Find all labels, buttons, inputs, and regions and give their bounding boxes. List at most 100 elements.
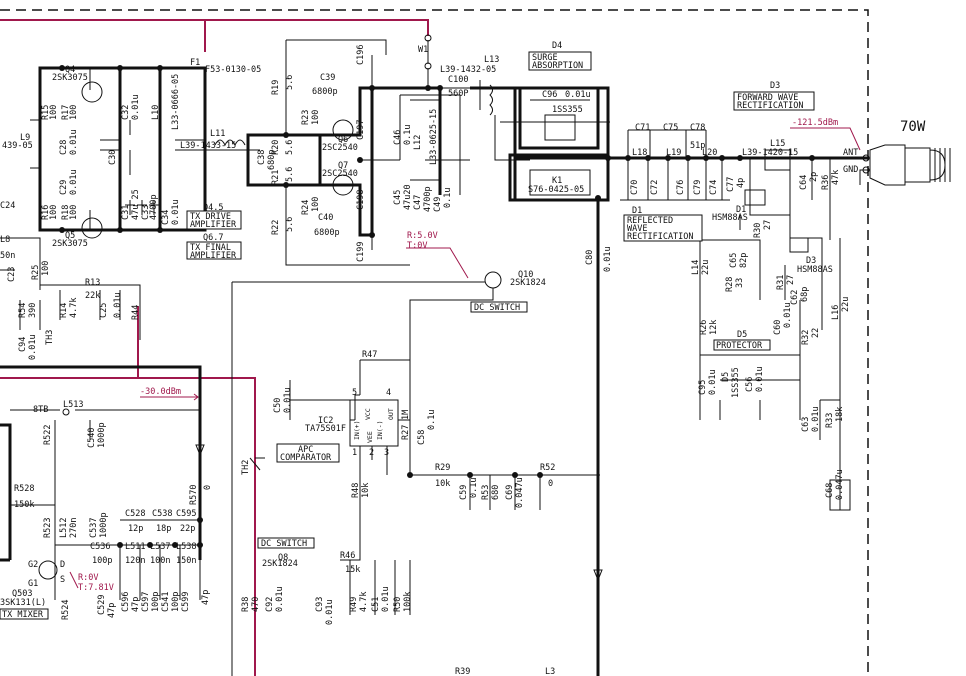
refl-label-2: WAVE <box>627 224 647 234</box>
ant-level-arrow <box>790 127 861 151</box>
c38-ref: C38 <box>257 150 267 165</box>
c65-ref: C65 <box>729 253 739 268</box>
dc-switch-bottom-label: DC SWITCH <box>261 539 307 549</box>
c28-value: 0.01u <box>69 129 79 155</box>
ic-pin3: 3 <box>384 448 389 458</box>
l10-ref: L10 <box>151 105 161 120</box>
c64-value: 2p <box>809 172 819 182</box>
q503-transistor-icon <box>38 560 58 580</box>
c63-ref: C63 <box>801 417 811 432</box>
r54-value: 390 <box>28 303 38 318</box>
r52-ref: R52 <box>540 463 555 473</box>
r31-ref: R31 <box>776 275 786 290</box>
l537-value: 100n <box>150 556 170 566</box>
l18-ref: L18 <box>632 148 647 158</box>
r13-ref: R13 <box>85 278 100 288</box>
apc-section <box>231 271 600 676</box>
c528-value: 12p <box>128 524 143 534</box>
q7-part: 2SC2540 <box>322 169 358 179</box>
l537-ref: L537 <box>150 542 170 552</box>
r33-ref: R33 <box>825 413 835 428</box>
c23-ref: C23 <box>7 267 17 282</box>
c32-ref: C32 <box>121 105 131 120</box>
r36-ref: R36 <box>821 175 831 190</box>
apc-label-1: APC <box>298 445 313 455</box>
s-pin: S <box>60 575 65 585</box>
c80-ref: C80 <box>585 250 595 265</box>
tx-drive-section <box>30 65 260 239</box>
r19-ref: R19 <box>271 80 281 95</box>
tx-mixer-section <box>0 365 205 600</box>
r13-value: 22k <box>85 291 100 301</box>
mixer-voltage-r-label: R:0V <box>78 573 98 583</box>
power-rating-label: 70W <box>900 119 926 135</box>
vertical-labels: R15 100 R17 100 R16 100 R18 100 C28 0.01… <box>7 45 851 625</box>
c94-value: 0.01u <box>28 334 38 360</box>
fwd-label-2: RECTIFICATION <box>737 101 804 111</box>
r48-value: 10k <box>361 483 371 498</box>
c47-ref: C47 <box>413 195 423 210</box>
r47-ref: R47 <box>362 350 377 360</box>
dc-switch-top-label: DC SWITCH <box>474 303 520 313</box>
dc-switch-voltage-t-label: T:0V <box>407 241 427 251</box>
r570-ref: R570 <box>189 485 199 505</box>
r27-ref: R27 <box>401 425 411 440</box>
d1-ref: D1 <box>736 205 746 215</box>
c74-ref: C74 <box>709 180 719 195</box>
r25-value: 100 <box>41 261 51 276</box>
q5-ref: Q5 <box>65 231 75 241</box>
c529-ref: C529 <box>97 595 107 615</box>
l538-ref: L538 <box>176 542 196 552</box>
l512-ref: L512 <box>59 518 69 538</box>
ic-out: OUT <box>387 408 395 420</box>
g1-pin: G1 <box>28 579 38 589</box>
l11-part: L39-1433-15 <box>180 141 236 151</box>
c39-value: 6800p <box>312 87 338 97</box>
dc-switch-voltage-r-label: R:5.0V <box>407 231 438 241</box>
c94-ref: C94 <box>18 337 28 352</box>
r25-ref: R25 <box>31 265 41 280</box>
c39-ref: C39 <box>320 73 335 83</box>
q5-transistor-icon <box>81 217 103 239</box>
r20-value: 5.6 <box>285 140 295 155</box>
tx-final-label-1: TX FINAL <box>190 243 231 253</box>
r522-ref: R522 <box>43 425 53 445</box>
protector-ref: D5 <box>737 330 747 340</box>
c51-value: 0.01u <box>381 586 391 612</box>
c59-value: 0.1u <box>469 478 479 498</box>
ic-pin1: 1 <box>352 448 357 458</box>
c69-value: 0.047u <box>515 477 525 508</box>
c70-ref: C70 <box>630 180 640 195</box>
text-labels: 70W -121.5dBm -30.0dBm R:5.0V T:0V R:0V … <box>0 41 926 676</box>
r30-ref: R30 <box>753 223 763 238</box>
ic2-pins: IN(+) IN(-) VCC VEE OUT <box>353 408 395 443</box>
c196-ref: C196 <box>356 45 366 65</box>
l512-value: 270n <box>69 518 79 538</box>
th2-ref: TH2 <box>241 460 251 475</box>
r53-value: 680 <box>491 485 501 500</box>
mixer-voltage-t-label: T:7.81V <box>78 583 114 593</box>
l511-value: 120n <box>125 556 145 566</box>
ic-in-plus: IN(+) <box>353 420 361 440</box>
c595-value: 22p <box>180 524 195 534</box>
c33-ref: C33 <box>141 205 151 220</box>
c29-ref: C29 <box>59 180 69 195</box>
tx-mixer-label: TX MIXER <box>2 610 44 620</box>
l12-ref: L12 <box>413 135 423 150</box>
r19-value: 5.6 <box>285 75 295 90</box>
c71-ref: C71 <box>635 123 650 133</box>
r29-ref: R29 <box>435 463 450 473</box>
q503-ref: Q503 <box>12 589 32 599</box>
d-pin: D <box>60 560 65 570</box>
c72-ref: C72 <box>650 180 660 195</box>
f1-ref: F1 <box>190 58 200 68</box>
surge-label-1: SURGE <box>532 53 558 63</box>
c96-ref: C96 <box>542 90 557 100</box>
supply-line-top <box>0 19 429 36</box>
q4-part: 2SK3075 <box>52 73 88 83</box>
l20-ref: L20 <box>702 148 717 158</box>
l14-ref: L14 <box>691 260 701 275</box>
low-pass-filter <box>605 129 851 511</box>
l11-ref: L11 <box>210 129 225 139</box>
ant-pin-label: ANT <box>843 148 858 158</box>
